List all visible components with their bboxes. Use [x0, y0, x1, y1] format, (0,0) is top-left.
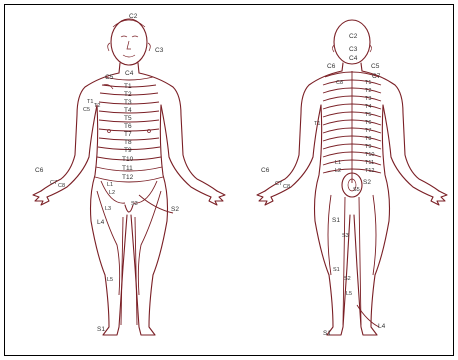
label-back-s5: S5: [353, 187, 360, 193]
label-back-t1: T1: [365, 80, 371, 86]
back-labels: C2 C3 C4 C5 C6 C7 C8 T1 T2 T3 T4 T5 T6 T…: [261, 33, 386, 337]
figure-frame: C2 C3 C4 C5 T1 T2 T3 T4 T5 T6 T7 T8 T9 T…: [4, 4, 454, 356]
label-front-s1: S1: [97, 326, 105, 333]
label-back-c7: C7: [372, 73, 381, 80]
label-front-t12: T12: [122, 174, 134, 181]
label-back-s2: S2: [363, 179, 371, 186]
label-front-c7: C7: [50, 180, 57, 186]
front-mouth: [123, 55, 135, 57]
label-front-l3: L3: [105, 206, 111, 212]
label-back-c4: C4: [349, 55, 358, 62]
label-back-t7: T7: [365, 128, 371, 134]
front-right-inner-arm: [161, 105, 211, 197]
label-front-arm-t2: T2: [94, 103, 100, 109]
label-back-s3: S3: [342, 233, 349, 239]
back-figure: [257, 20, 447, 335]
label-back-l2: L2: [335, 168, 341, 174]
label-front-t10: T10: [122, 156, 134, 163]
back-posterior-leg-lines: [343, 197, 361, 325]
front-eyes: [121, 36, 138, 37]
label-back-l4: L4: [378, 323, 386, 330]
label-front-l4: L4: [97, 219, 105, 226]
label-back-s1-hip: S1: [332, 217, 340, 224]
front-right-hand: [209, 191, 225, 205]
label-back-leg-l5: L5: [346, 291, 352, 297]
label-front-t2: T2: [124, 91, 132, 98]
label-back-arm-c8: C8: [283, 184, 290, 190]
label-back-c8: C8: [336, 80, 343, 86]
dermatome-diagram: C2 C3 C4 C5 T1 T2 T3 T4 T5 T6 T7 T8 T9 T…: [5, 5, 453, 355]
label-front-t7: T7: [124, 131, 132, 138]
label-back-c2: C2: [349, 33, 358, 40]
label-back-t11: T11: [365, 160, 374, 166]
front-ears: [108, 43, 151, 51]
label-front-s3: S3: [131, 201, 138, 207]
front-hairline: [113, 20, 145, 27]
label-back-t8: T8: [365, 136, 371, 142]
label-front-l5: L5: [107, 277, 113, 283]
label-front-arm-c5: C5: [83, 107, 90, 113]
label-front-t4: T4: [124, 107, 132, 114]
label-front-t6: T6: [124, 123, 132, 130]
label-back-foot-s1: S1: [323, 330, 331, 337]
label-front-c5: C5: [105, 74, 114, 81]
label-front-c6: C6: [35, 167, 44, 174]
label-back-leg-s1: S1: [333, 267, 340, 273]
label-front-c4: C4: [125, 70, 134, 77]
label-back-t5: T5: [365, 112, 371, 118]
label-back-t2: T2: [365, 88, 371, 94]
label-front-c2: C2: [129, 13, 138, 20]
front-labels: C2 C3 C4 C5 T1 T2 T3 T4 T5 T6 T7 T8 T9 T…: [35, 13, 179, 333]
label-front-t8: T8: [124, 139, 132, 146]
label-front-t11: T11: [122, 165, 133, 172]
label-back-t12: T12: [365, 168, 374, 174]
label-back-t6: T6: [365, 120, 371, 126]
label-back-c3: C3: [349, 46, 358, 53]
front-left-hand: [33, 191, 49, 205]
label-back-t9: T9: [365, 144, 371, 150]
label-front-l1: L1: [107, 182, 113, 188]
label-back-leg-s2: S2: [344, 276, 351, 282]
label-front-t1: T1: [124, 83, 132, 90]
label-back-c5: C5: [371, 63, 380, 70]
label-back-t3: T3: [365, 96, 371, 102]
label-front-l2: L2: [109, 190, 115, 196]
label-back-arm-t1: T1: [314, 121, 320, 127]
label-front-arm-t1: T1: [87, 99, 93, 105]
label-back-l1: L1: [335, 160, 341, 166]
label-front-s2: S2: [171, 206, 179, 213]
label-front-t9: T9: [124, 147, 132, 154]
label-front-c3: C3: [155, 47, 164, 54]
label-back-c6: C6: [327, 63, 336, 70]
label-back-arm-c6: C6: [261, 167, 270, 174]
label-back-t10: T10: [365, 152, 374, 158]
label-front-t3: T3: [124, 99, 132, 106]
label-back-t4: T4: [365, 104, 371, 110]
label-front-t5: T5: [124, 115, 132, 122]
front-nose: [127, 41, 131, 49]
label-back-arm-c7: C7: [275, 181, 282, 187]
label-front-c8: C8: [58, 183, 65, 189]
